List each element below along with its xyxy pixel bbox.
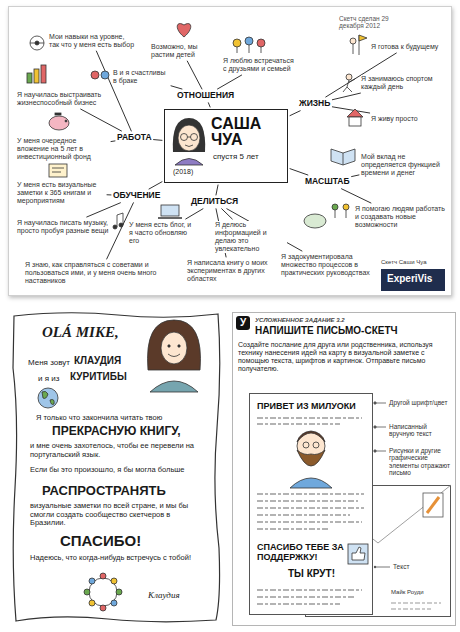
goal-note: Я знаю, как справляться с советами и пол…: [25, 261, 175, 285]
goal-note: В и я счастливы в браке: [113, 69, 169, 85]
signature: Клаудия: [148, 590, 180, 600]
goal-note: У меня есть визуальные заметки к 365 кни…: [17, 181, 105, 205]
letter-drawing: [250, 394, 372, 614]
center-box: САША ЧУА спустя 5 лет (2018): [164, 109, 288, 183]
bearded-portrait: [290, 431, 332, 488]
letter-text: СПАСИБО ТЕБЕ ЗА ПОДДЕРЖКУ!: [257, 542, 345, 563]
letter-text: и мне очень захотелось, чтобы ее перевел…: [30, 442, 206, 459]
goal-note: Я готова к будущему: [371, 43, 441, 51]
letter-text: ТЫ КРУТ!: [288, 568, 335, 580]
greeting: OLÁ MIKE,: [42, 324, 119, 341]
branch-lines: [81, 51, 397, 259]
badge-letter: У: [236, 317, 250, 329]
subtitle: спустя 5 лет: [213, 152, 259, 161]
branch-line: [216, 185, 218, 195]
goal-note: У меня очередное вложение на 5 лет в инв…: [17, 137, 109, 161]
branch-label: ЖИЗНЬ: [299, 99, 330, 109]
branch-label: ОТНОШЕНИЯ: [177, 91, 234, 101]
exercise-text: Создайте послание для друга или родствен…: [238, 341, 450, 373]
letter-text: Если бы это произошло, я бы могла больше: [30, 466, 206, 475]
goal-note: Я помогаю людям работать и создавать нов…: [355, 205, 445, 229]
branch-line: [149, 182, 162, 189]
branch-line: [154, 139, 162, 141]
goal-note: Мои навыки на уровне, так что у меня ест…: [49, 33, 135, 49]
goal-note: Я написала книгу о моих экспериментах в …: [187, 259, 271, 283]
letter-text: визуальные заметки по всей стране, и мы …: [30, 502, 206, 528]
highlight-word: РАСПРОСТРАНЯТЬ: [42, 484, 166, 499]
branch-line: [107, 194, 111, 195]
goal-note: Я живу просто: [371, 115, 441, 123]
goal-note: Я занимаюсь спортом каждый день: [361, 75, 445, 91]
branch-line: [186, 209, 203, 219]
branch-line: [342, 189, 371, 203]
branch-line: [187, 61, 202, 89]
branch-line: [332, 93, 360, 100]
goal-note: Мой вклад не определяется функцией време…: [361, 153, 447, 177]
thanks-word: СПАСИБО!: [60, 532, 141, 549]
goal-note: У меня есть блог, и я часто обновляю его: [129, 221, 195, 245]
highlight-word: КУРИТИБЫ: [70, 371, 127, 383]
branch-label: МАСШТАБ: [305, 177, 350, 187]
annotation: Другой шрифт/цвет: [389, 399, 453, 406]
exercise-page: УСЛОЖНЕННОЕ ЗАДАНИЕ 3.2НАПИШИТЕ ПИСЬМО-С…: [232, 312, 456, 626]
annotation: Текст: [393, 563, 409, 570]
globe-icon: [38, 388, 58, 408]
branch-line: [290, 111, 300, 116]
letter-text: Я только что закончила читать твою: [36, 414, 206, 423]
letter-text: Меня зовут: [28, 358, 70, 367]
branch-line: [217, 75, 241, 89]
exercise-title: НАПИШИТЕ ПИСЬМО-СКЕТЧ: [255, 325, 398, 337]
goal-note: Я научилась выстраивать жизнеспособный б…: [17, 91, 107, 107]
branch-line: [290, 169, 308, 175]
person-name: САША ЧУА: [211, 116, 283, 148]
date-note: Скетч сделан 29 декабря 2012: [339, 15, 411, 30]
mind-map-card: Мои навыки на уровне, так что у меня ест…: [8, 6, 452, 296]
thumbs-up-icon: [348, 544, 368, 564]
branch-line: [81, 109, 122, 131]
annotation: Рисунки и другие графические элементы от…: [389, 447, 453, 477]
highlight-word: ПРЕКРАСНУЮ КНИГУ,: [52, 425, 181, 439]
branch-line: [171, 86, 182, 89]
credit-note: Скетч Саши Чуа: [381, 259, 427, 266]
branch-line: [111, 140, 115, 142]
people-ring: [84, 573, 122, 611]
goal-note: Я задокументировала множество процессов …: [281, 253, 373, 277]
claudia-portrait: [148, 320, 201, 392]
branch-label: ДЕЛИТЬСЯ: [191, 197, 238, 207]
branch-line: [208, 103, 210, 107]
letter-card: OLÁ MIKE, Меня зовут КЛАУДИЯ и я из КУРИТИБЫ…: [8, 308, 224, 626]
letter-heading: ПРИВЕТ ИЗ МИЛУОКИ: [257, 401, 356, 411]
goal-note: Возможно, мы растим детей: [151, 43, 213, 59]
annotation: Написанный вручную текст: [389, 423, 453, 438]
exercise-number: УСЛОЖНЕННОЕ ЗАДАНИЕ 3.2: [255, 317, 345, 324]
year-label: (2018): [173, 168, 193, 176]
branch-line: [332, 107, 369, 113]
branch-line: [352, 175, 359, 177]
goal-note: Я люблю встречаться с друзьями и семьей: [223, 57, 295, 73]
address-text: Майк Роуди: [391, 589, 424, 596]
branch-label: ОБУЧЕНИЕ: [113, 191, 160, 201]
highlight-word: КЛАУДИЯ: [74, 355, 121, 367]
exercise-badge: У: [236, 316, 250, 330]
logo-box: Скетч Саши ЧуаExperiVis: [381, 269, 445, 291]
logo-text: ExperiVis: [387, 273, 432, 285]
letter-text: и я из: [38, 374, 59, 383]
branch-line: [222, 209, 233, 219]
letter-text: Надеюсь, что когда-нибудь встречусь с то…: [30, 554, 210, 563]
sketch-letter: ПРИВЕТ ИЗ МИЛУОКИ СПАСИБО ТЕБЕ ЗА ПОДДЕРЖ…: [249, 393, 373, 615]
goal-note: Я делюсь информацией и делаю это увлекат…: [215, 221, 287, 253]
branch-label: РАБОТА: [117, 133, 152, 143]
goal-note: Я научилась писать музыку, просто пробуя…: [17, 219, 109, 235]
